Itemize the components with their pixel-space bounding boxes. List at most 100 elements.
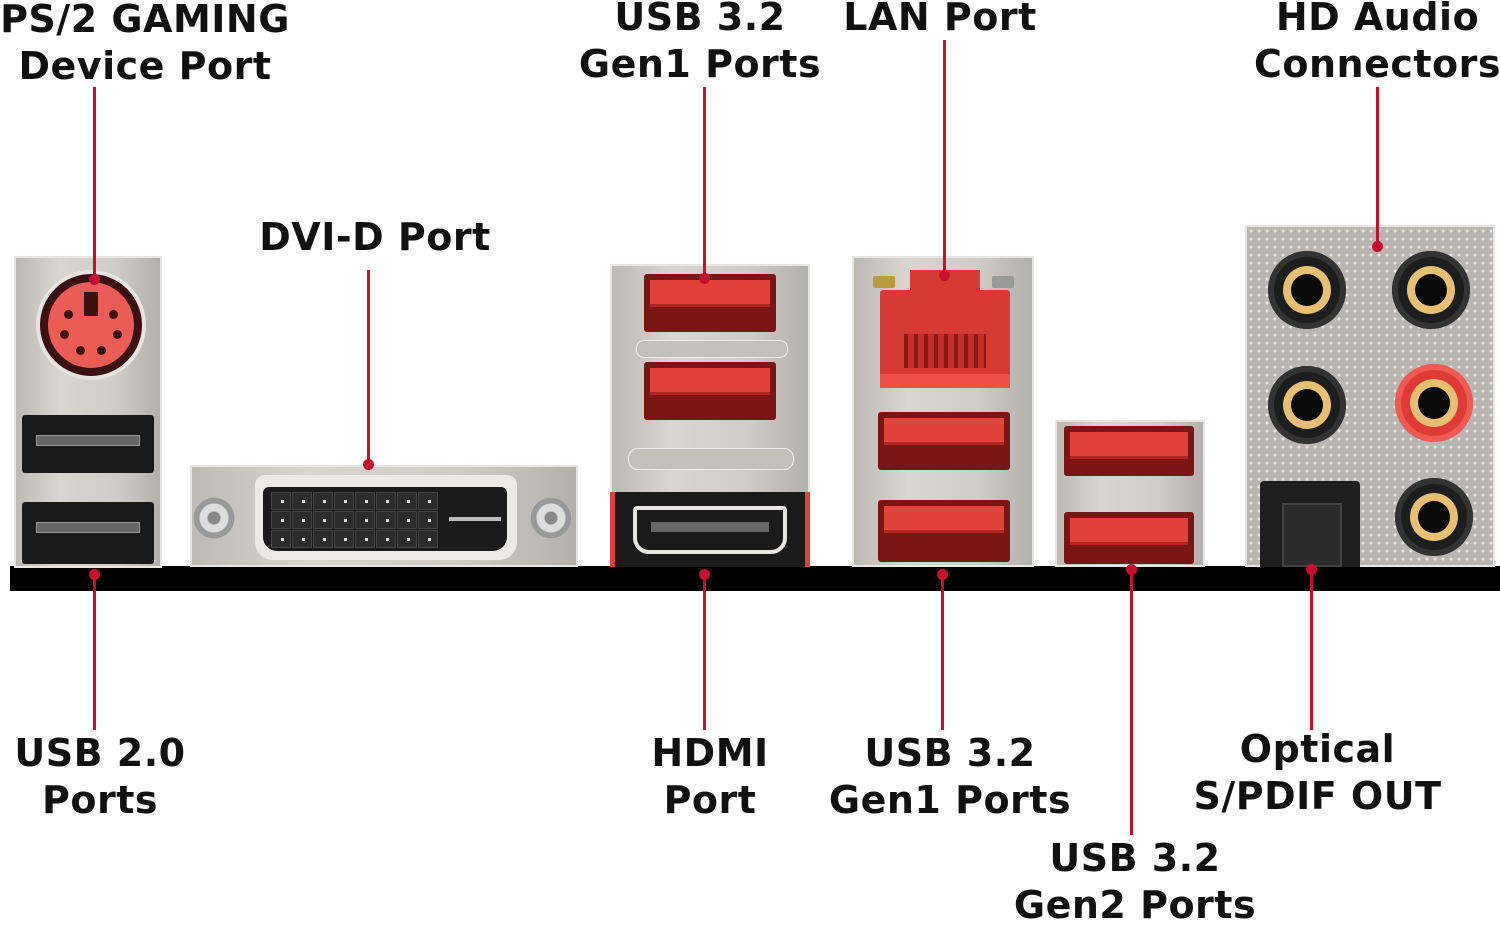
leader-dot-usb32-gen1-bottom: [937, 569, 948, 580]
usb20-port-1: [22, 415, 154, 473]
audio-jack-1: [1268, 251, 1346, 329]
label-line: HDMI: [651, 731, 769, 775]
dvi-pin: [376, 530, 396, 548]
leader-spdif: [1310, 570, 1313, 730]
dvi-pin: [334, 530, 354, 548]
dvi-pin: [418, 530, 438, 548]
label-dvi-d-port: DVI-D Port: [255, 214, 495, 261]
leader-dot-spdif: [1306, 564, 1317, 575]
label-line: HD Audio: [1275, 0, 1480, 39]
dvi-pin: [397, 492, 417, 510]
dvi-pin: [418, 492, 438, 510]
audio-jack-5: [1395, 478, 1473, 556]
dvi-pin: [397, 530, 417, 548]
leader-hdmi: [703, 575, 706, 730]
dvi-pin: [376, 492, 396, 510]
leader-usb32-gen1-bottom: [941, 575, 944, 730]
dvi-pin: [313, 492, 333, 510]
label-line: Gen1 Ports: [828, 778, 1072, 822]
dvi-pin: [355, 530, 375, 548]
usb-separator: [636, 340, 788, 358]
label-usb32-gen1-top: USB 3.2 Gen1 Ports: [575, 0, 825, 88]
usb-separator: [628, 448, 794, 470]
ps2-connector-icon: [48, 282, 134, 368]
label-line: DVI-D Port: [259, 215, 491, 259]
label-line: Gen1 Ports: [578, 42, 822, 86]
dvi-pin: [292, 492, 312, 510]
leader-dot-lan: [939, 270, 950, 281]
audio-jack-2: [1392, 251, 1470, 329]
audio-jack-4: [1395, 364, 1473, 442]
dvi-ground-slot: [449, 517, 501, 521]
label-line: Connectors: [1253, 42, 1500, 86]
dvi-pin: [292, 511, 312, 529]
dvi-pin: [271, 492, 291, 510]
leader-dot-hd-audio: [1372, 241, 1383, 252]
usb32-gen2-port-2: [1064, 512, 1194, 564]
label-line: USB 3.2: [614, 0, 786, 39]
label-line: LAN Port: [843, 0, 1037, 39]
audio-jack-3: [1268, 366, 1346, 444]
toslink-connector-icon: [1282, 503, 1342, 567]
ps2-port: [36, 270, 146, 380]
label-hdmi-port: HDMI Port: [630, 730, 790, 824]
leader-dvi: [367, 270, 370, 465]
dvi-pin: [355, 492, 375, 510]
label-ps2-gaming-device-port: PS/2 GAMING Device Port: [0, 0, 290, 90]
label-usb32-gen1-bottom: USB 3.2 Gen1 Ports: [825, 730, 1075, 824]
label-optical-spdif-out: Optical S/PDIF OUT: [1185, 726, 1450, 820]
dvi-pin: [355, 511, 375, 529]
dvi-pin: [271, 511, 291, 529]
label-hd-audio-connectors: HD Audio Connectors: [1250, 0, 1500, 88]
hdmi-port: [610, 492, 810, 567]
leader-lan: [943, 40, 946, 275]
dvi-connector-icon: [255, 475, 517, 560]
dvi-pin-block: [263, 487, 507, 551]
leader-dot-hdmi: [699, 569, 710, 580]
io-shield-baseplate: [10, 566, 1500, 591]
label-line: USB 3.2: [864, 731, 1036, 775]
dvi-pin: [397, 511, 417, 529]
label-line: Device Port: [18, 44, 272, 88]
label-line: USB 2.0: [14, 731, 186, 775]
lan-port: [880, 266, 1010, 388]
leader-usb20: [93, 575, 96, 730]
dvi-screw-left: [193, 497, 235, 539]
usb32-gen1-port-2: [644, 362, 776, 420]
leader-dot-usb32-gen1-top: [699, 273, 710, 284]
label-usb20-ports: USB 2.0 Ports: [5, 730, 195, 824]
usb32-gen1-port-3: [878, 412, 1010, 470]
label-lan-port: LAN Port: [835, 0, 1045, 41]
dvi-pin: [313, 530, 333, 548]
dvi-pin: [292, 530, 312, 548]
dvi-pin: [418, 511, 438, 529]
leader-dot-usb32-gen2: [1126, 564, 1137, 575]
lan-led-right: [992, 276, 1014, 288]
label-line: USB 3.2: [1049, 836, 1221, 880]
dvi-pin: [271, 530, 291, 548]
usb32-gen2-port-1: [1064, 426, 1194, 476]
rj45-connector-icon: [880, 270, 1010, 388]
label-line: Gen2 Ports: [1013, 883, 1257, 927]
usb20-port-2: [22, 502, 154, 564]
label-line: PS/2 GAMING: [0, 0, 290, 41]
dvi-pin: [334, 511, 354, 529]
leader-dot-dvi: [363, 459, 374, 470]
dvi-screw-right: [530, 497, 572, 539]
optical-spdif-port: [1260, 481, 1360, 567]
hdmi-connector-icon: [633, 506, 787, 554]
leader-usb32-gen1-top: [703, 87, 706, 277]
leader-hd-audio: [1376, 87, 1379, 247]
leader-ps2: [93, 87, 96, 277]
lan-led-left: [873, 276, 895, 288]
leader-usb32-gen2: [1130, 570, 1133, 835]
usb32-gen1-port-4: [878, 500, 1010, 562]
label-line: S/PDIF OUT: [1193, 774, 1442, 818]
label-line: Port: [663, 778, 757, 822]
label-usb32-gen2-ports: USB 3.2 Gen2 Ports: [1010, 835, 1260, 929]
leader-dot-usb20: [89, 569, 100, 580]
dvi-pin: [334, 492, 354, 510]
dvi-pin: [376, 511, 396, 529]
usb32-gen1-port-1: [644, 274, 776, 332]
leader-dot-ps2: [89, 274, 100, 285]
